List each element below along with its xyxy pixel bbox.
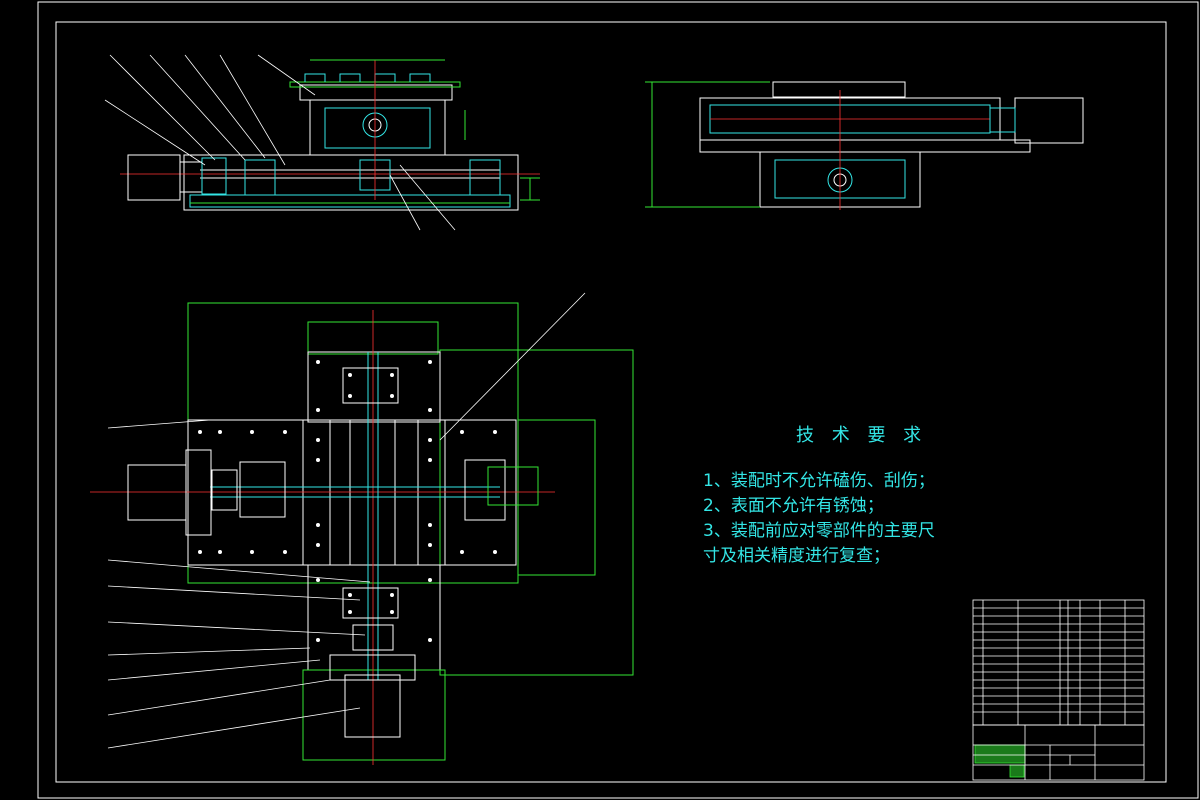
technical-requirement-item: 1、装配时不允许磕伤、刮伤； bbox=[703, 471, 935, 491]
front-view-leaders bbox=[104, 54, 456, 231]
technical-requirement-item: 2、表面不允许有锈蚀； bbox=[703, 496, 884, 516]
parts-list bbox=[972, 599, 1145, 726]
technical-requirement-item: 3、装配前应对零部件的主要尺 bbox=[703, 521, 935, 541]
technical-requirements-title: 技 术 要 求 bbox=[796, 425, 928, 446]
side-view bbox=[645, 81, 1084, 210]
inner-frame bbox=[55, 21, 1167, 783]
front-view bbox=[120, 59, 540, 211]
plan-view bbox=[90, 302, 634, 765]
outer-frame bbox=[37, 1, 1199, 799]
plan-view-leaders bbox=[107, 292, 586, 749]
plan-view-bolts bbox=[198, 360, 497, 642]
title-block bbox=[972, 724, 1145, 781]
technical-requirement-item: 寸及相关精度进行复查； bbox=[703, 546, 890, 566]
